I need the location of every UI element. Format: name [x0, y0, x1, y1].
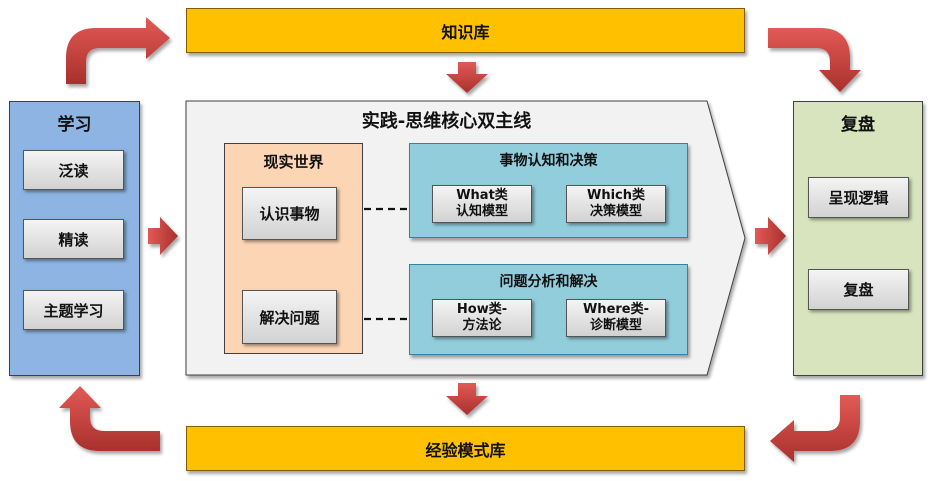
where-label-line1: Where类- [582, 302, 650, 317]
where-label-line2: 诊断模型 [589, 318, 642, 333]
solve-problem-label: 解决问题 [259, 308, 320, 327]
learning-item-topic-label: 主题学习 [43, 301, 104, 320]
real-world-title: 现实世界 [263, 153, 324, 171]
learning-item-intensive[interactable]: 精读 [23, 219, 124, 259]
problem-analysis-title: 问题分析和解决 [499, 274, 598, 290]
knowledge-base-bar: 知识库 [186, 8, 745, 53]
recognize-things-label: 认识事物 [259, 205, 320, 223]
curve-arrow-review-to-experience [770, 395, 860, 462]
learning-item-skim-label: 泛读 [58, 161, 89, 180]
recognize-things-box[interactable]: 认识事物 [242, 187, 337, 240]
curve-arrow-experience-to-learning [59, 386, 160, 451]
center-title: 实践-思维核心双主线 [361, 111, 532, 132]
learning-item-topic[interactable]: 主题学习 [23, 290, 124, 330]
which-label-line2: 决策模型 [589, 204, 642, 219]
what-label-line2: 认知模型 [455, 204, 508, 219]
review-item-present-logic-label: 呈现逻辑 [828, 189, 889, 207]
what-cognitive-model-box[interactable]: What类 认知模型 [432, 185, 532, 223]
curve-arrow-learning-to-knowledge [66, 17, 170, 84]
review-title: 复盘 [841, 115, 875, 135]
down-arrow-knowledge-to-center [446, 62, 488, 93]
which-label-line1: Which类 [586, 188, 645, 203]
curve-arrow-knowledge-to-review [768, 28, 861, 92]
how-methodology-box[interactable]: How类- 方法论 [432, 299, 532, 337]
right-arrow-learning-to-center [148, 217, 178, 255]
learning-title: 学习 [57, 115, 92, 135]
review-item-present-logic[interactable]: 呈现逻辑 [808, 177, 909, 218]
how-label-line2: 方法论 [462, 318, 502, 333]
knowledge-base-label: 知识库 [441, 22, 490, 42]
learning-item-intensive-label: 精读 [58, 230, 89, 249]
how-label-line1: How类- [456, 302, 508, 317]
review-item-review[interactable]: 复盘 [808, 269, 909, 310]
which-decision-model-box[interactable]: Which类 决策模型 [566, 185, 666, 223]
review-panel: 复盘 [793, 101, 923, 376]
what-label-line1: What类 [456, 188, 508, 203]
review-item-review-label: 复盘 [843, 281, 874, 299]
right-arrow-center-to-review [755, 217, 786, 255]
experience-base-bar: 经验模式库 [186, 426, 745, 471]
solve-problem-box[interactable]: 解决问题 [242, 290, 337, 344]
learning-item-skim[interactable]: 泛读 [23, 150, 124, 190]
cognition-decision-title: 事物认知和决策 [499, 153, 598, 169]
where-diagnostic-model-box[interactable]: Where类- 诊断模型 [566, 299, 666, 337]
down-arrow-center-to-experience [446, 383, 488, 415]
experience-base-label: 经验模式库 [425, 440, 506, 460]
